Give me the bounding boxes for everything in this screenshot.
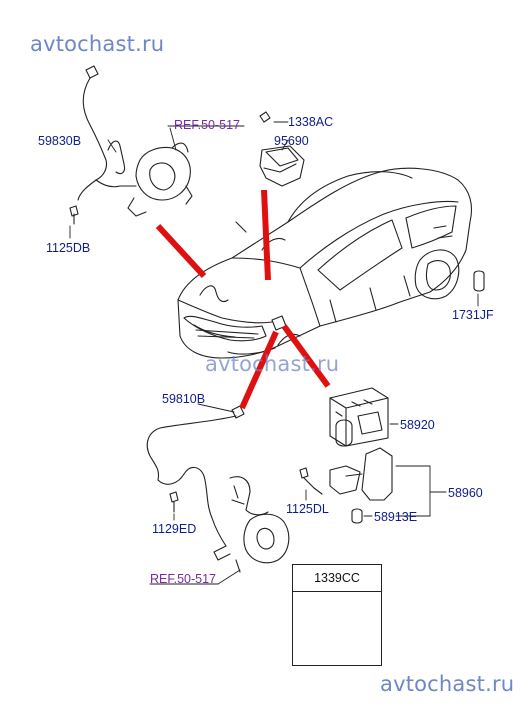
- mounting-bracket: [299, 447, 393, 524]
- leader-lines: [69, 121, 479, 585]
- hydraulic-unit: [329, 387, 389, 447]
- rear-sensor-assembly: [146, 405, 290, 573]
- part-label-58913e[interactable]: 58913E: [374, 510, 418, 524]
- front-sensor-assembly: [69, 65, 193, 225]
- watermark-middle: avtochast.ru: [205, 352, 340, 376]
- part-label-58920[interactable]: 58920: [400, 418, 435, 432]
- part-label-59830b[interactable]: 59830B: [38, 134, 82, 148]
- part-label-59810b[interactable]: 59810B: [162, 392, 206, 406]
- part-label-1125db[interactable]: 1125DB: [46, 241, 91, 255]
- part-detail-box-1339cc[interactable]: 1339CC: [292, 564, 382, 666]
- watermark-bottom: avtochast.ru: [380, 672, 515, 696]
- reference-label-bottom[interactable]: REF.50-517: [150, 572, 217, 586]
- part-label-1129ed[interactable]: 1129ED: [152, 522, 197, 536]
- part-label-58960[interactable]: 58960: [448, 486, 483, 500]
- vehicle-outline: [177, 167, 473, 359]
- watermark-top: avtochast.ru: [30, 32, 165, 56]
- reference-label-top[interactable]: REF.50-517: [174, 118, 241, 132]
- yaw-sensor-module: [259, 111, 305, 187]
- part-label-1125dl[interactable]: 1125DL: [286, 502, 329, 516]
- part-label-1339cc: 1339CC: [293, 565, 381, 592]
- part-label-95690[interactable]: 95690: [274, 134, 309, 148]
- part-label-1338ac[interactable]: 1338AC: [288, 115, 334, 129]
- pointer-arrows: [155, 189, 331, 410]
- part-label-1731jf[interactable]: 1731JF: [452, 308, 494, 322]
